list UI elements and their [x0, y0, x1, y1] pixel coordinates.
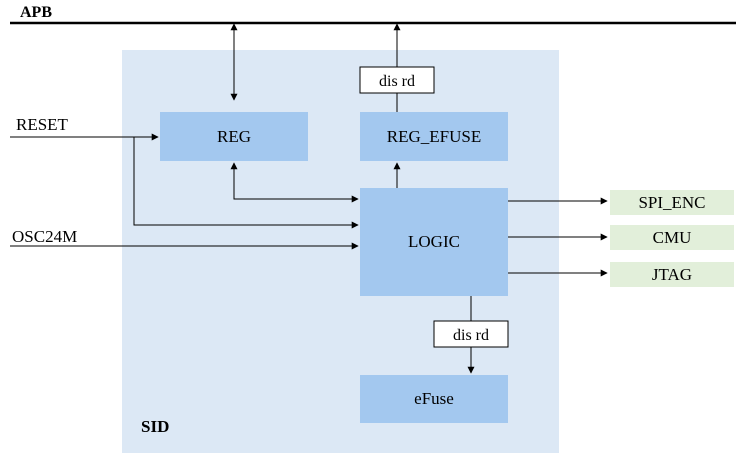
- dis-rd-top-tag: dis rd: [359, 66, 435, 94]
- dis-rd-top-label: dis rd: [379, 73, 415, 90]
- efuse-block: eFuse: [360, 375, 508, 423]
- spi-enc-output-label: SPI_ENC: [638, 193, 705, 212]
- cmu-output-box: [610, 225, 734, 250]
- logic-block-box: [360, 188, 508, 296]
- reg-block: REG: [160, 112, 308, 161]
- cmu-output-label: CMU: [653, 228, 692, 247]
- dis-rd-bottom-tag: dis rd: [433, 320, 509, 348]
- dis-rd-top-box: [359, 66, 435, 94]
- sid-container-label: SID: [141, 417, 169, 436]
- apb-bus: APB: [10, 4, 736, 25]
- dis-rd-bottom-box: [433, 320, 509, 348]
- reg-efuse-block: REG_EFUSE: [360, 112, 508, 161]
- logic-block: LOGIC: [360, 188, 508, 296]
- cmu-output: CMU: [610, 225, 734, 250]
- apb-bus-label: APB: [20, 4, 52, 21]
- reset-label: RESET: [16, 115, 69, 134]
- jtag-output: JTAG: [610, 262, 734, 287]
- logic-block-label: LOGIC: [408, 232, 460, 251]
- reg-efuse-block-label: REG_EFUSE: [387, 127, 481, 146]
- reg-block-box: [160, 112, 308, 161]
- dis-rd-bottom-label: dis rd: [453, 327, 489, 344]
- spi-enc-output: SPI_ENC: [610, 190, 734, 215]
- efuse-block-box: [360, 375, 508, 423]
- reg-block-label: REG: [217, 127, 251, 146]
- reset-logic-line: [133, 137, 359, 229]
- osc24m-label: OSC24M: [12, 227, 77, 246]
- reg-logic-arrow: [230, 162, 359, 203]
- efuse-block-label: eFuse: [414, 389, 454, 408]
- jtag-output-box: [610, 262, 734, 287]
- jtag-output-label: JTAG: [652, 265, 692, 284]
- spi-enc-output-box: [610, 190, 734, 215]
- reg-efuse-block-box: [360, 112, 508, 161]
